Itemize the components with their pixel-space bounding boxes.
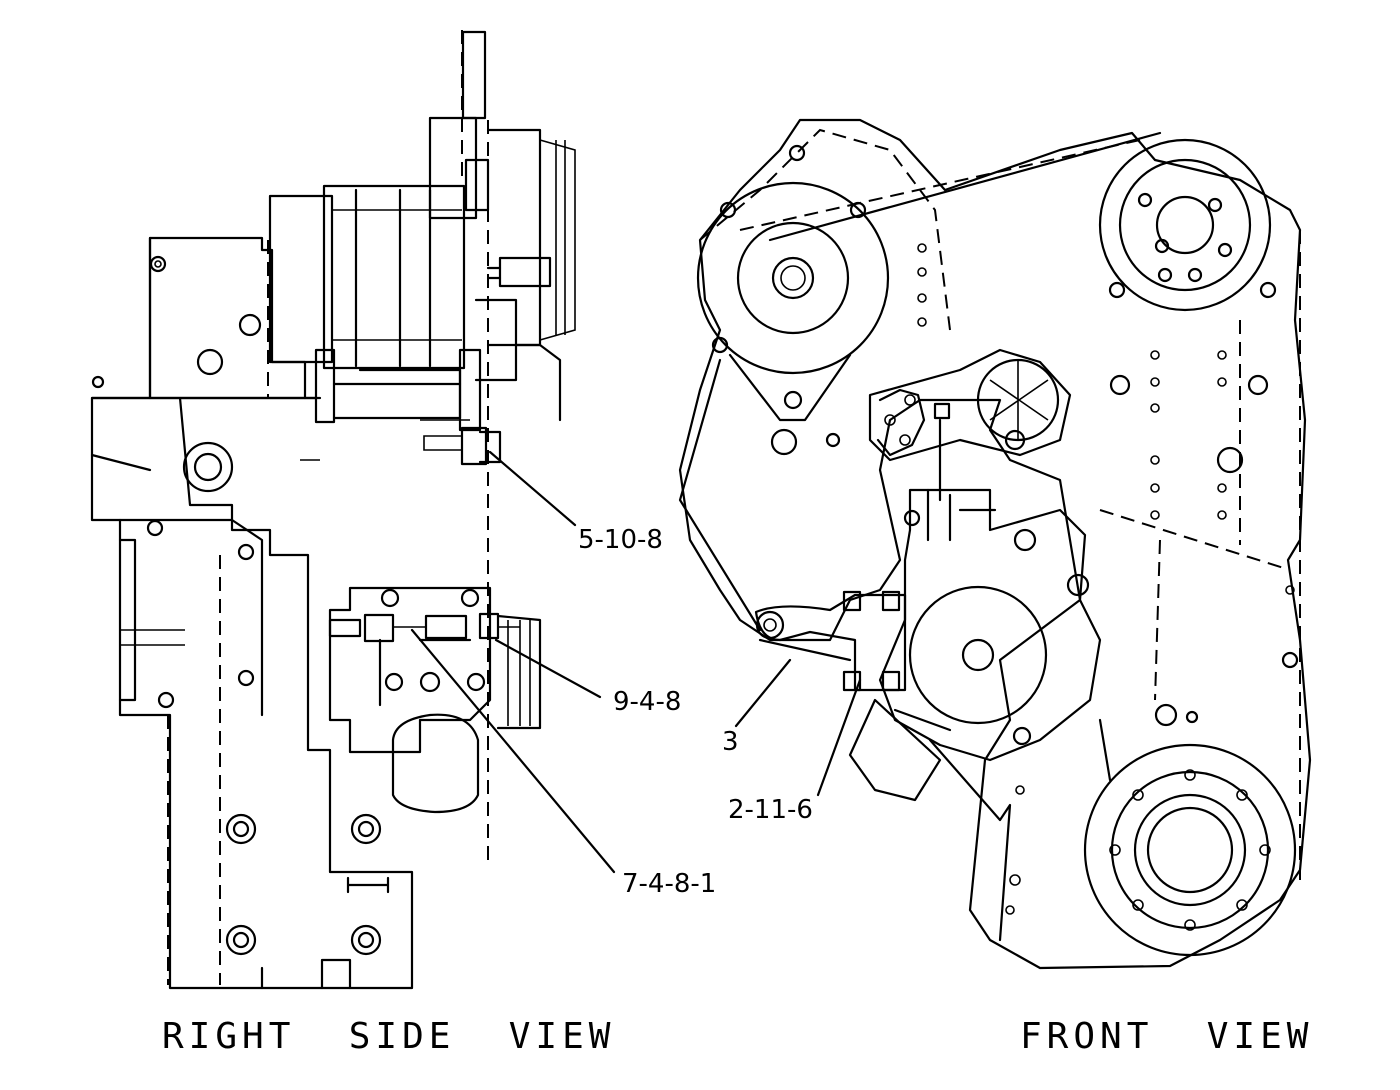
- callout-5-10-8: 5-10-8: [578, 525, 663, 555]
- callout-3: 3: [722, 727, 739, 757]
- front-view-drawing: [678, 118, 1312, 970]
- callout-2-11-6: 2-11-6: [728, 795, 813, 825]
- callout-9-4-8: 9-4-8: [613, 687, 681, 717]
- callout-7-4-8-1: 7-4-8-1: [622, 869, 716, 899]
- leader-lines: [410, 450, 862, 874]
- front-view-title: FRONT VIEW: [1020, 1016, 1313, 1057]
- right-side-view-title: RIGHT SIDE VIEW: [162, 1016, 615, 1057]
- right-side-view-drawing: [90, 30, 576, 990]
